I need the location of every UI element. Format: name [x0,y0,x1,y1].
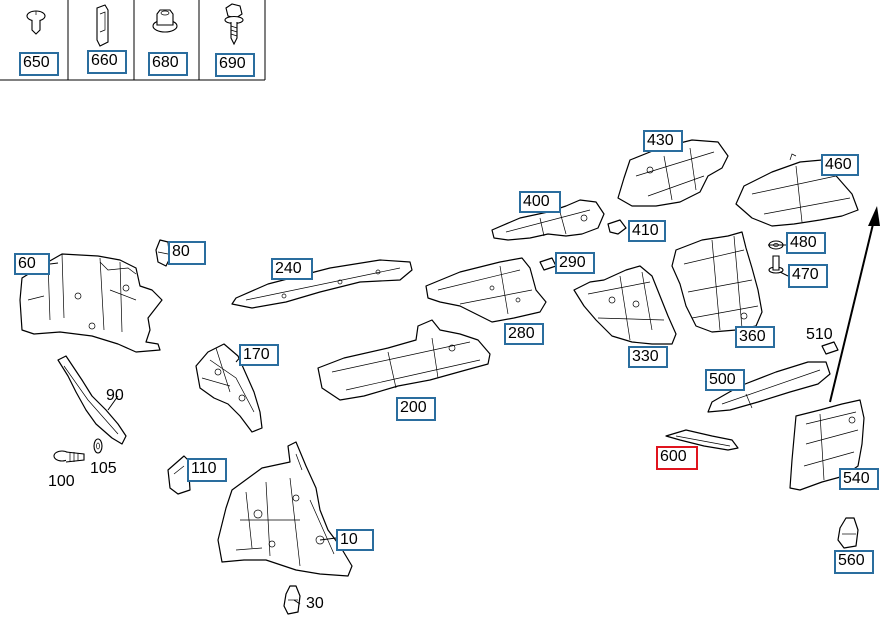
part-470-stud [768,255,784,274]
callout-200[interactable]: 200 [396,397,436,421]
label-30: 30 [306,595,324,612]
callout-600-selected[interactable]: 600 [656,446,698,470]
part-80-clip [155,239,171,267]
part-200-floor-panel [317,319,491,401]
callout-330[interactable]: 330 [628,346,668,368]
callout-410[interactable]: 410 [628,220,666,242]
callout-460[interactable]: 460 [821,154,859,176]
part-500-cover-strip [707,361,831,413]
screw-icon [224,3,244,46]
push-rivet-icon [26,10,46,35]
callout-680[interactable]: 680 [148,52,188,76]
label-90: 90 [106,387,124,404]
label-510: 510 [806,326,833,343]
callout-360[interactable]: 360 [735,326,775,348]
part-290-clip [539,257,557,271]
callout-400[interactable]: 400 [519,191,561,213]
part-90-bracket-strip [57,355,127,445]
part-240-long-strip [231,259,413,309]
callout-60[interactable]: 60 [14,253,50,275]
callout-690[interactable]: 690 [215,53,255,77]
part-540-side-cover [789,399,865,491]
part-330-side-bracket [573,265,677,345]
part-100-bolt [53,450,85,463]
flange-nut-icon [152,9,178,33]
part-60-wheelhouse-panel [19,253,163,353]
callout-560[interactable]: 560 [834,550,874,574]
part-510-clip [821,341,839,355]
part-600-trim-strip [665,429,739,451]
callout-80[interactable]: 80 [168,241,206,265]
part-360-bracket-assembly [671,231,763,333]
callout-170[interactable]: 170 [239,344,279,366]
callout-660[interactable]: 660 [87,50,127,74]
clip-nut-icon [96,4,109,47]
callout-290[interactable]: 290 [555,252,595,274]
part-10-footwell-panel [217,441,353,577]
callout-480[interactable]: 480 [786,232,826,254]
callout-110[interactable]: 110 [187,458,227,482]
callout-540[interactable]: 540 [839,468,879,490]
part-30-clip [283,585,301,615]
part-110-bracket [167,455,191,495]
callout-280[interactable]: 280 [504,323,544,345]
callout-430[interactable]: 430 [643,130,683,152]
part-430-upper-duct [617,139,729,207]
label-105: 105 [90,460,117,477]
callout-240[interactable]: 240 [271,258,313,280]
callout-470[interactable]: 470 [788,264,828,288]
direction-arrow [829,206,880,403]
part-460-right-duct [735,153,859,227]
part-280-center-panel [425,257,547,323]
label-100: 100 [48,473,75,490]
callout-500[interactable]: 500 [705,369,745,391]
hardware-legend-frame [0,0,266,81]
part-560-clip [837,517,859,549]
callout-650[interactable]: 650 [19,52,59,76]
part-410-clip [607,219,627,235]
callout-10[interactable]: 10 [336,529,374,551]
part-105-washer [93,438,103,454]
